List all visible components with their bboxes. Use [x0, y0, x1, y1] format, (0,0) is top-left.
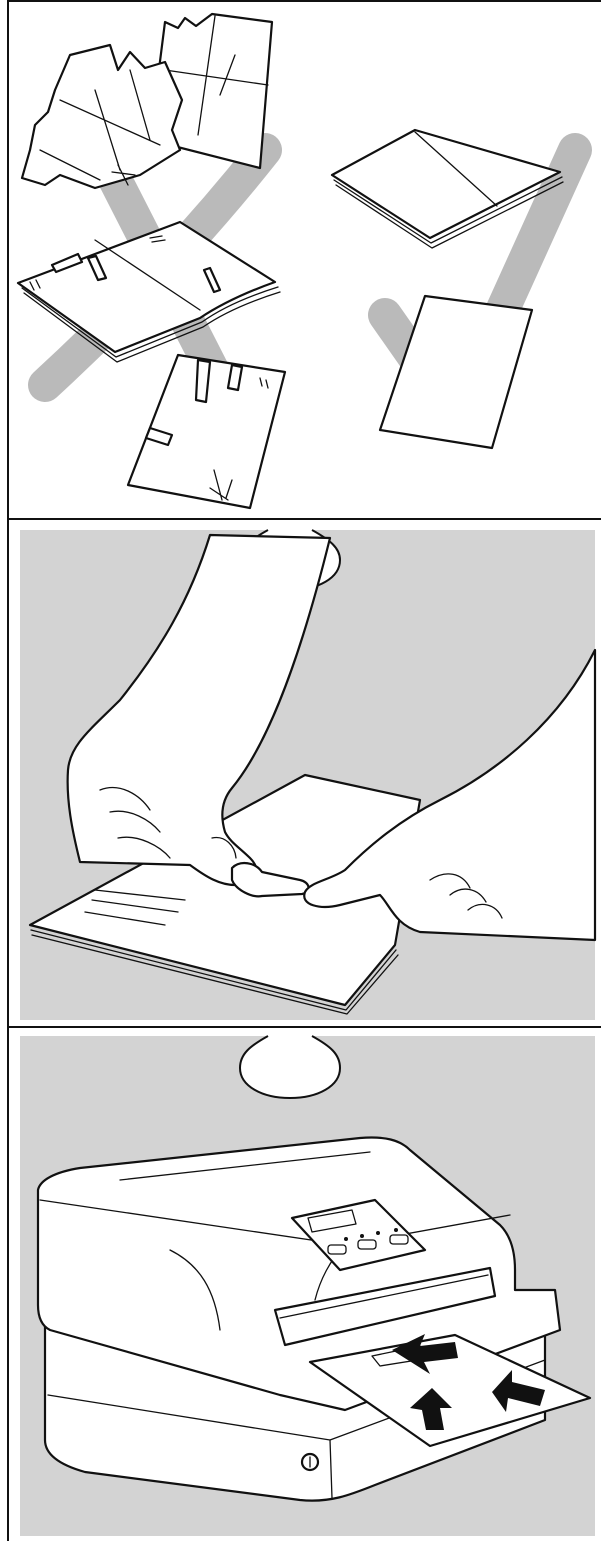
panel-insert-into-printer: [20, 1036, 595, 1536]
clipped-booklet-icon: [18, 222, 280, 362]
crumpled-paper-icon: [22, 14, 272, 188]
panel-flatten-passbook: [8, 530, 601, 1027]
panel-paper-condition: [8, 14, 601, 519]
damaged-sheet-icon: [128, 355, 285, 508]
